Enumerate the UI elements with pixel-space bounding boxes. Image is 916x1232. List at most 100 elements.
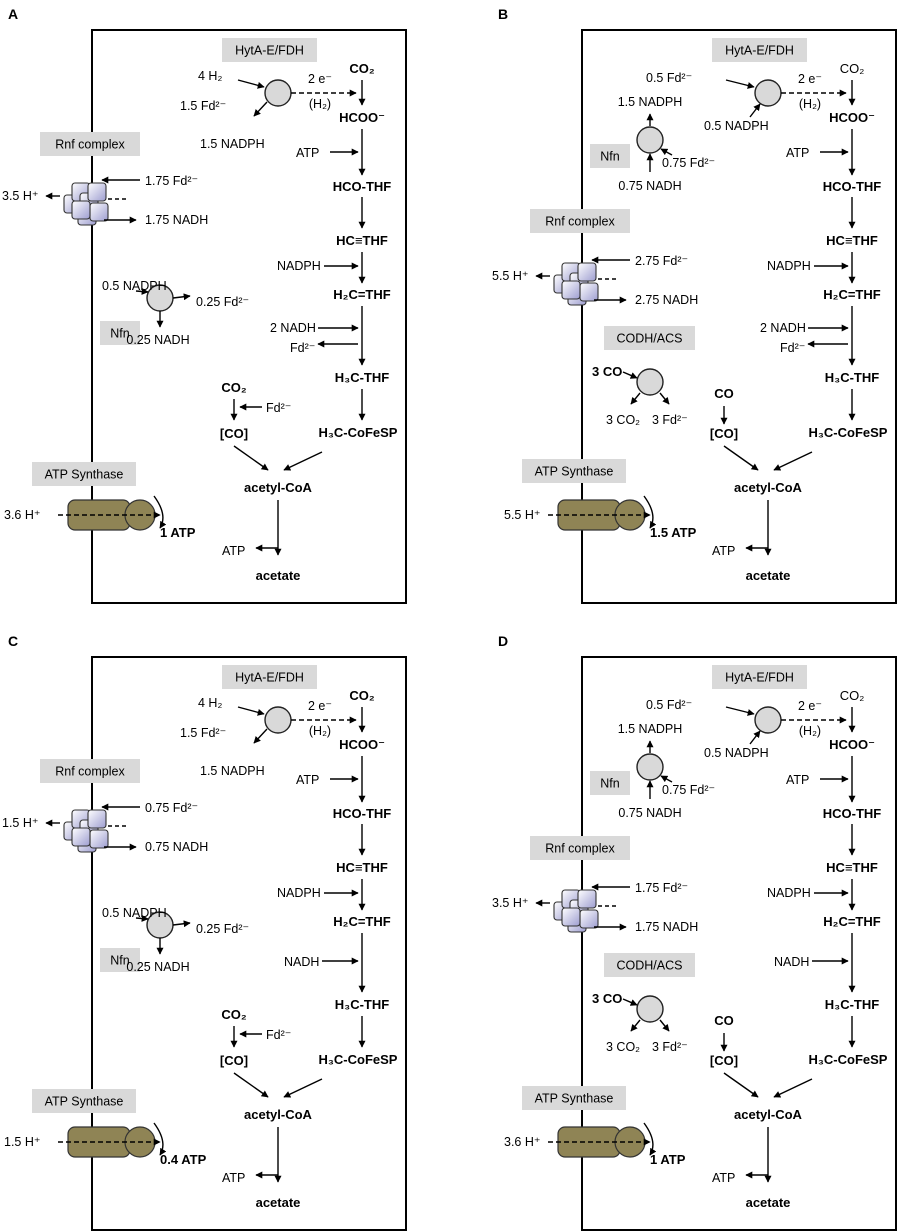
atp-synthase-yield: 0.4 ATP bbox=[160, 1152, 207, 1167]
nfn-box-label: Nfn bbox=[600, 150, 620, 164]
codh-enzyme-circle bbox=[636, 368, 664, 396]
rnf-complex-box-bg bbox=[40, 759, 140, 783]
rnf-complex-box-label: Rnf complex bbox=[545, 842, 615, 856]
hyta-fdh-box-bg bbox=[712, 38, 807, 62]
metabolite-formate: HCOO⁻ bbox=[829, 737, 875, 752]
arrow-hyta-h2-in bbox=[237, 706, 265, 716]
atp-synthase-arc-arrow bbox=[153, 1122, 167, 1156]
hyta-fdh-box-bg bbox=[222, 665, 317, 689]
arrow-cofesp-to-acetylcoa bbox=[283, 1078, 323, 1098]
panel-D: DCO₂HCOO⁻ATPHCO-THFHC≡THFNADPHH₂C=THFNAD… bbox=[492, 633, 897, 1231]
atp-synthase-proton-input: 3.6 H⁺ bbox=[504, 1135, 540, 1149]
cofactor-atp-out: ATP bbox=[222, 1171, 245, 1185]
cell-membrane-box bbox=[91, 29, 407, 604]
nfn-fd-input: 0.75 Fd²⁻ bbox=[662, 783, 715, 797]
metabolite-formyl-thf: HCO-THF bbox=[823, 179, 882, 194]
hyta-h2-input: 4 H₂ bbox=[198, 69, 222, 83]
arrow-codh-co-in bbox=[622, 998, 638, 1006]
metabolite-co: CO bbox=[714, 386, 734, 401]
metabolite-bound-co: [CO] bbox=[710, 426, 738, 441]
cofactor-nadh: NADH bbox=[774, 955, 809, 969]
rnf-nadh-output: 0.75 NADH bbox=[145, 840, 208, 854]
codh-co-input: 3 CO bbox=[592, 364, 622, 379]
cofactor-nadph: NADPH bbox=[767, 259, 811, 273]
metabolite-acetyl-coa: acetyl-CoA bbox=[244, 1107, 313, 1122]
arrow-hyta-nadph-in bbox=[749, 103, 761, 118]
cofactor-nadph: NADPH bbox=[767, 886, 811, 900]
rnf-complex-box-label: Rnf complex bbox=[55, 765, 125, 779]
atp-synthase-box-label: ATP Synthase bbox=[45, 1095, 124, 1109]
codh-acs-box-bg bbox=[604, 953, 695, 977]
arrow-hyta-h2-in bbox=[237, 79, 265, 89]
atp-synthase-box-label: ATP Synthase bbox=[535, 465, 614, 479]
panel-letter: C bbox=[8, 633, 18, 649]
codh-acs-box-label: CODH/ACS bbox=[617, 959, 683, 973]
rnf-complex-icon bbox=[553, 262, 599, 306]
nfn-nadph-input: 0.5 NADPH bbox=[102, 279, 167, 293]
metabolite-methyl-cofesp: H₃C-CoFeSP bbox=[809, 425, 888, 440]
metabolite-acetate: acetate bbox=[256, 1195, 301, 1210]
nfn-box-bg bbox=[100, 321, 140, 345]
rnf-subunit bbox=[577, 262, 597, 282]
rnf-subunit bbox=[577, 889, 597, 909]
hyta-nadph-input: 0.5 NADPH bbox=[704, 746, 769, 760]
hyta-nadph-output: 1.5 NADPH bbox=[200, 764, 265, 778]
arrow-codh-fd-out bbox=[659, 1019, 670, 1032]
hyta-fdh-box-bg bbox=[222, 38, 317, 62]
metabolite-acetyl-coa: acetyl-CoA bbox=[734, 480, 803, 495]
cofactor-atp-in: ATP bbox=[296, 146, 319, 160]
atp-synthase-box-label: ATP Synthase bbox=[45, 468, 124, 482]
rnf-complex-box-bg bbox=[530, 209, 630, 233]
atp-synthase-proton-input: 5.5 H⁺ bbox=[504, 508, 540, 522]
rnf-complex-box: Rnf complex bbox=[40, 759, 140, 783]
metabolite-co: CO bbox=[714, 1013, 734, 1028]
rnf-nadh-output: 1.75 NADH bbox=[635, 920, 698, 934]
atp-synthase-box-bg bbox=[32, 1089, 136, 1113]
rnf-fd-input: 1.75 Fd²⁻ bbox=[635, 881, 688, 895]
nfn-fd-output: 0.25 Fd²⁻ bbox=[196, 295, 249, 309]
atp-synthase-proton-input: 3.6 H⁺ bbox=[4, 508, 40, 522]
hyta-fdh-box-label: HytA-E/FDH bbox=[725, 671, 794, 685]
nfn-box-label: Nfn bbox=[600, 777, 620, 791]
rnf-complex-box: Rnf complex bbox=[530, 209, 630, 233]
metabolite-methyl-cofesp: H₃C-CoFeSP bbox=[319, 1052, 398, 1067]
arrow-nfn-nadph-in bbox=[135, 287, 149, 295]
metabolite-co2: CO₂ bbox=[349, 61, 375, 76]
atp-synthase-box-label: ATP Synthase bbox=[535, 1092, 614, 1106]
rnf-nadh-output: 1.75 NADH bbox=[145, 213, 208, 227]
atp-synthase-icon bbox=[557, 1122, 657, 1158]
hyta-fdh-box: HytA-E/FDH bbox=[222, 38, 317, 62]
rnf-complex-box: Rnf complex bbox=[40, 132, 140, 156]
arrow-codh-co2-out bbox=[630, 1019, 641, 1032]
nfn-box-bg bbox=[590, 771, 630, 795]
arrow-co-to-acetylcoa bbox=[233, 1072, 269, 1098]
nfn-nadh-input: 0.75 NADH bbox=[618, 179, 681, 193]
rnf-subunit bbox=[89, 202, 109, 222]
cofactor-fd-carbonyl: Fd²⁻ bbox=[266, 401, 291, 415]
rnf-proton-output: 3.5 H⁺ bbox=[492, 896, 528, 910]
hyta-fdh-box: HytA-E/FDH bbox=[712, 665, 807, 689]
atp-synthase-box-bg bbox=[522, 459, 626, 483]
hyta-fdh-box: HytA-E/FDH bbox=[222, 665, 317, 689]
atp-synthase-yield: 1 ATP bbox=[160, 525, 196, 540]
arrow-codh-co2-out bbox=[630, 392, 641, 405]
arrow-co-to-acetylcoa bbox=[233, 445, 269, 471]
nfn-box-label: Nfn bbox=[110, 954, 130, 968]
cofactor-atp-out: ATP bbox=[222, 544, 245, 558]
rnf-subunit bbox=[561, 907, 581, 927]
cofactor-nadh: NADH bbox=[284, 955, 319, 969]
rnf-proton-output: 1.5 H⁺ bbox=[2, 816, 38, 830]
hyta-nadph-input: 0.5 NADPH bbox=[704, 119, 769, 133]
rnf-complex-icon bbox=[63, 809, 109, 853]
hyta-fd-input: 0.5 Fd²⁻ bbox=[646, 698, 692, 712]
rnf-complex-box-label: Rnf complex bbox=[55, 138, 125, 152]
metabolite-methyl-cofesp: H₃C-CoFeSP bbox=[809, 1052, 888, 1067]
nfn-enzyme-circle bbox=[636, 753, 664, 781]
hyta-h2-label: (H₂) bbox=[799, 97, 821, 111]
hyta-fdh-box-label: HytA-E/FDH bbox=[235, 44, 304, 58]
cell-membrane-box bbox=[581, 29, 897, 604]
atp-synthase-yield: 1.5 ATP bbox=[650, 525, 697, 540]
rnf-subunit bbox=[87, 182, 107, 202]
codh-acs-box: CODH/ACS bbox=[604, 326, 695, 350]
